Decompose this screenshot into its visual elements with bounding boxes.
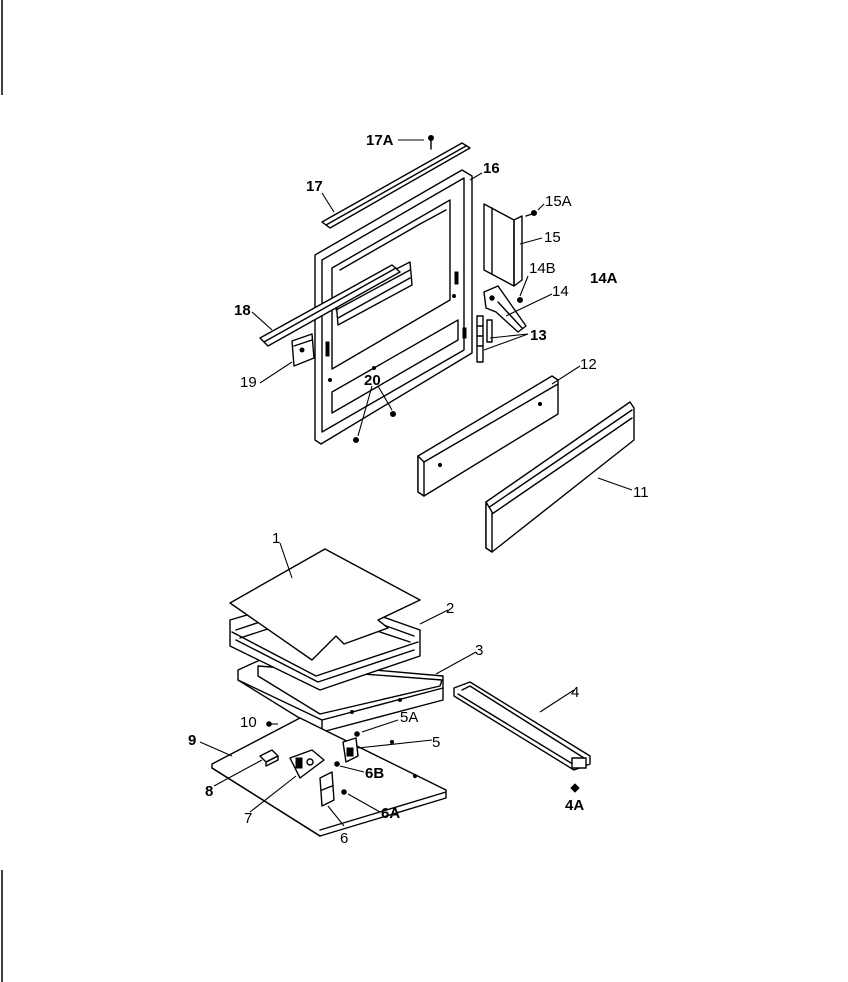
part-14-hinge [483,285,527,333]
part-12-front-panel [417,375,559,497]
label-3: 3 [475,642,483,659]
label-6b: 6B [365,765,384,782]
label-13: 13 [530,327,547,344]
part-19-latch [291,333,315,367]
part-6-bracket [319,771,335,807]
label-20: 20 [364,372,381,389]
label-15a: 15A [545,193,572,210]
label-5a: 5A [400,709,418,726]
part-11-kick-panel [485,401,635,553]
part-15-hinge-cover [483,203,523,287]
part-8-clip [259,749,279,767]
label-7: 7 [244,810,252,827]
label-19: 19 [240,374,257,391]
label-15: 15 [544,229,561,246]
part-16-back-panel [314,169,473,445]
part-5a-screw [354,731,360,737]
label-18: 18 [234,302,251,319]
part-5-bracket [342,737,359,763]
part-7-switch [289,749,325,779]
label-17: 17 [306,178,323,195]
part-17a-screw [428,135,434,150]
label-10: 10 [240,714,257,731]
label-16: 16 [483,160,500,177]
part-13-hinge-pins [476,315,493,363]
label-17a: 17A [366,132,394,149]
label-2: 2 [446,600,454,617]
part-6a-screw [341,789,347,795]
label-12: 12 [580,356,597,373]
label-9: 9 [188,732,196,749]
part-4-rail [453,681,591,771]
part-1-top-cover [229,548,421,661]
part-14b-screw [517,297,523,303]
label-14b: 14B [529,260,556,277]
label-4: 4 [571,684,579,701]
label-14a: 14A [590,270,618,287]
part-15a-screw [525,210,537,217]
label-1: 1 [272,530,280,547]
callout-labels: 17A 17 16 15A 15 14B 14A 14 13 18 19 20 … [188,132,649,847]
leader-lines [199,139,633,827]
label-6: 6 [340,830,348,847]
label-4a: 4A [565,797,584,814]
part-17-top-trim [321,142,471,229]
part-20-screws [353,411,396,443]
label-11: 11 [633,484,649,501]
label-5: 5 [432,734,440,751]
part-6b-screw [334,761,340,767]
label-14: 14 [552,283,569,300]
part-4a-nut [570,783,580,793]
label-8: 8 [205,783,213,800]
label-6a: 6A [381,805,400,822]
part-18-side-trim [259,264,401,347]
